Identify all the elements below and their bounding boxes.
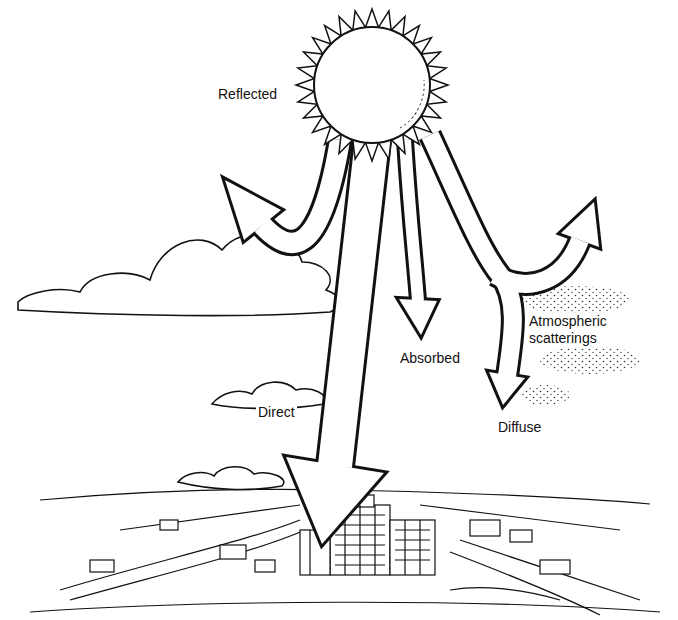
direct-label: Direct — [256, 404, 297, 421]
sun — [296, 9, 448, 161]
diffuse-label: Diffuse — [496, 419, 543, 436]
clouds — [18, 234, 340, 490]
reflected-label: Reflected — [216, 86, 279, 103]
absorbed-label: Absorbed — [398, 350, 462, 367]
atmosphere-stipple — [520, 286, 640, 405]
scattering-label: Atmospheric scatterings — [527, 313, 623, 347]
